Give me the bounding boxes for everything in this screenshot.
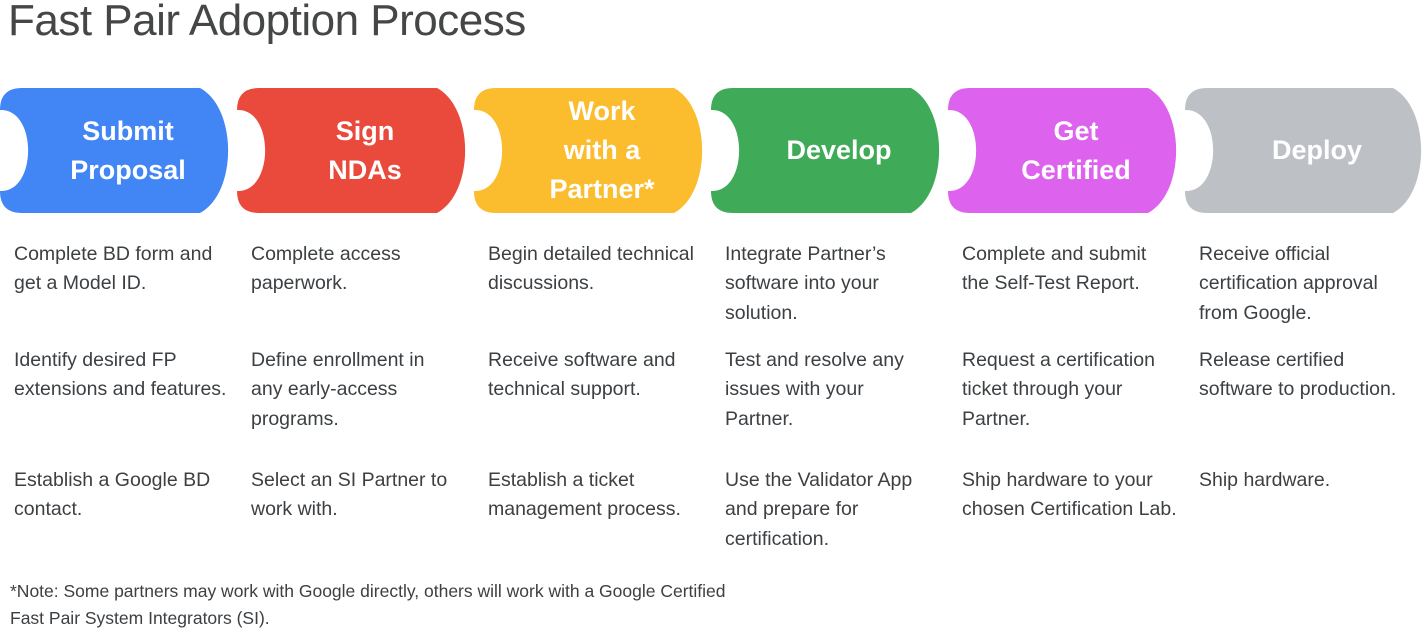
- process-step-label-line: Submit: [82, 115, 174, 146]
- process-step-label-line: Partner*: [549, 173, 655, 204]
- process-step-shape-work-with-a-partner: [474, 88, 703, 213]
- detail-item: Use the Validator App and prepare for ce…: [725, 469, 913, 550]
- process-step-shape-get-certified: [948, 88, 1177, 213]
- detail-item: Select an SI Partner to work with.: [251, 469, 448, 521]
- detail-item: Establish a Google BD contact.: [14, 469, 211, 521]
- detail-item: Ship hardware.: [1199, 469, 1331, 491]
- detail-item: Complete BD form and get a Model ID.: [14, 243, 213, 295]
- process-step-label-line: Certified: [1021, 154, 1131, 185]
- process-step-label-line: Get: [1053, 115, 1099, 146]
- detail-item: Request a certification ticket through y…: [962, 349, 1155, 430]
- detail-item: Identify desired FP extensions and featu…: [14, 349, 227, 401]
- detail-item: Define enrollment in any early-access pr…: [251, 349, 425, 430]
- process-step-label-line: Proposal: [70, 154, 186, 185]
- detail-item: Ship hardware to your chosen Certificati…: [962, 469, 1177, 521]
- process-step-work-with-a-partner[interactable]: Work with a Partner*: [474, 88, 704, 213]
- detail-item: Begin detailed technical discussions.: [488, 243, 694, 295]
- process-step-shape-sign-ndas: [237, 88, 466, 213]
- process-step-label-line: NDAs: [328, 154, 402, 185]
- process-step-label-line: Work: [568, 96, 636, 127]
- detail-item: Release certified software to production…: [1199, 349, 1397, 401]
- process-step-shape-submit-proposal: [0, 88, 229, 213]
- detail-item: Establish a ticket management process.: [488, 469, 681, 521]
- process-detail-columns: Complete BD form and get a Model ID. Iden…: [0, 240, 1423, 550]
- process-step-deploy[interactable]: Deploy: [1185, 88, 1423, 213]
- detail-item: Test and resolve any issues with your Pa…: [725, 349, 904, 430]
- process-step-label-line: Sign: [335, 115, 395, 146]
- process-step-label-deploy: Deploy: [1185, 88, 1423, 213]
- page-title: Fast Pair Adoption Process: [8, 0, 526, 45]
- process-step-label-work-with-a-partner: Work with a Partner*: [474, 88, 704, 213]
- process-step-develop[interactable]: Develop: [711, 88, 941, 213]
- process-step-label-line: Develop: [786, 135, 892, 166]
- process-step-label-develop: Develop: [711, 88, 941, 213]
- detail-item: Complete access paperwork.: [251, 243, 401, 295]
- process-step-label-line: with a: [563, 135, 641, 166]
- process-step-label-line: Deploy: [1271, 135, 1363, 166]
- detail-item: Complete and submit the Self-Test Report…: [962, 243, 1147, 295]
- footnote-note: *Note: Some partners may work with Googl…: [10, 581, 726, 629]
- process-step-shape-deploy: [1185, 88, 1422, 213]
- detail-item: Integrate Partner’s software into your s…: [725, 243, 886, 324]
- detail-item: Receive official certification approval …: [1199, 243, 1378, 324]
- detail-item: Receive software and technical support.: [488, 349, 676, 401]
- process-step-shape-develop: [711, 88, 940, 213]
